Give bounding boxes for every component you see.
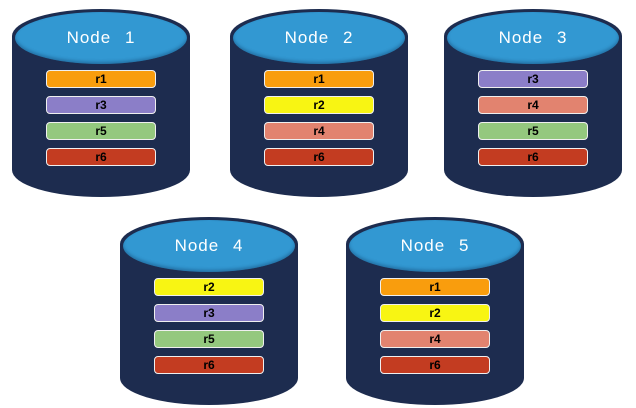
node-title: Node 5: [400, 236, 470, 255]
replica-bar: r5: [154, 330, 264, 348]
replica-list: r1 r2 r4 r6: [380, 278, 490, 374]
replica-bar: r4: [264, 122, 374, 140]
replica-bar: r2: [154, 278, 264, 296]
cylinder-top-ellipse: [233, 12, 405, 64]
replica-bar: r6: [264, 148, 374, 166]
node-cylinder-4: Node 4 r2 r3 r5 r6: [120, 217, 298, 405]
replica-bar: r5: [46, 122, 156, 140]
replica-bar: r4: [380, 330, 490, 348]
replica-bar: r1: [380, 278, 490, 296]
replica-list: r1 r2 r4 r6: [264, 70, 374, 166]
replica-bar: r6: [154, 356, 264, 374]
node-cylinder-1: Node 1 r1 r3 r5 r6: [12, 9, 190, 197]
replica-bar: r2: [264, 96, 374, 114]
replica-bar: r5: [478, 122, 588, 140]
replica-bar: r6: [478, 148, 588, 166]
replica-list: r2 r3 r5 r6: [154, 278, 264, 374]
replica-bar: r6: [46, 148, 156, 166]
replica-bar: r3: [46, 96, 156, 114]
replica-bar: r6: [380, 356, 490, 374]
node-cylinder-3: Node 3 r3 r4 r5 r6: [444, 9, 622, 197]
replica-bar: r1: [264, 70, 374, 88]
node-title: Node 3: [498, 28, 568, 47]
node-title: Node 4: [174, 236, 244, 255]
node-cylinder-5: Node 5 r1 r2 r4 r6: [346, 217, 524, 405]
replica-bar: r3: [154, 304, 264, 322]
cylinder-top-ellipse: [15, 12, 187, 64]
cylinder-top-ellipse: [349, 220, 521, 272]
replica-list: r1 r3 r5 r6: [46, 70, 156, 166]
replica-bar: r2: [380, 304, 490, 322]
node-title: Node 2: [284, 28, 354, 47]
replica-list: r3 r4 r5 r6: [478, 70, 588, 166]
cylinder-top-ellipse: [123, 220, 295, 272]
node-title: Node 1: [66, 28, 136, 47]
node-cylinder-2: Node 2 r1 r2 r4 r6: [230, 9, 408, 197]
cylinder-top-ellipse: [447, 12, 619, 64]
replica-bar: r3: [478, 70, 588, 88]
replica-bar: r4: [478, 96, 588, 114]
replica-bar: r1: [46, 70, 156, 88]
